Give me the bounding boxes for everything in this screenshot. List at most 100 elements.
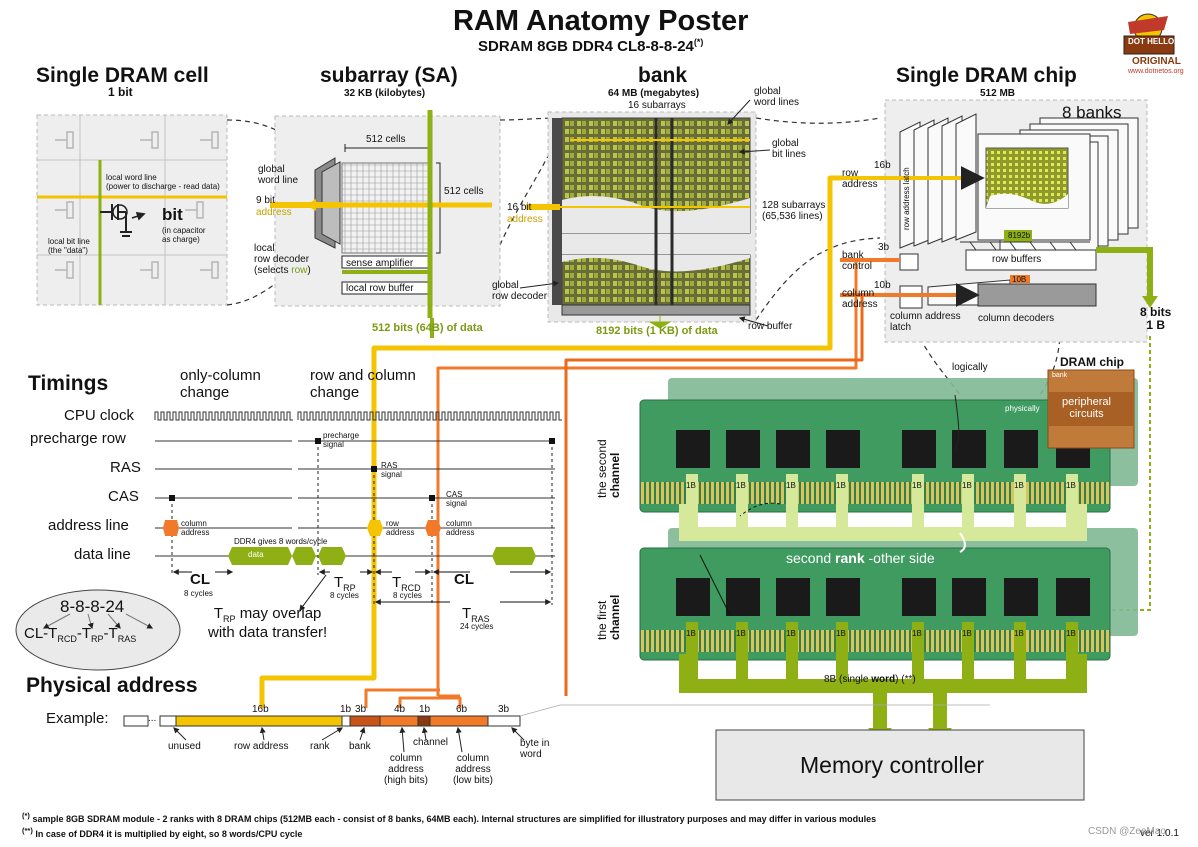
signal-cas: CAS — [108, 488, 139, 505]
column-address-bits: 10b — [874, 280, 891, 291]
field-channel: channel — [413, 737, 449, 748]
field-row-bits: 16b — [252, 704, 269, 715]
chip-width-label: 1B — [686, 481, 696, 490]
row-address-latch-label: row address latch — [902, 167, 911, 230]
subarray-address: address — [256, 207, 292, 218]
dram-chip — [676, 430, 710, 468]
chip-width-label: 1B — [836, 481, 846, 490]
chip-width-label: 1B — [686, 629, 696, 638]
bank-cell-label: bank — [1052, 372, 1068, 379]
chip-width-label: 1B — [1066, 481, 1076, 490]
watermark: CSDN @ZeeMao — [1088, 826, 1166, 837]
signal-cpu-clock: CPU clock — [64, 407, 135, 424]
cas-signal-note: CAS signal — [446, 490, 467, 508]
bit-label: bit — [162, 205, 183, 224]
global-word-line-label: global word line — [258, 164, 299, 186]
field-byte-bits: 3b — [498, 704, 510, 715]
interval-cl-2: CL — [454, 571, 474, 588]
subarray-output: 512 bits (64B) of data — [372, 322, 483, 334]
chip-size: 512 MB — [980, 88, 1016, 99]
ddr4-note: DDR4 gives 8 words/cycle — [234, 537, 328, 546]
poster-subtitle: SDRAM 8GB DDR4 CL8-8-8-24(*) — [478, 37, 704, 55]
chip-width-label: 1B — [836, 629, 846, 638]
dram-chip — [902, 578, 936, 616]
chip-width-label: 1B — [1066, 629, 1076, 638]
interval-trp: TRP — [334, 574, 356, 593]
row-buffers-label: row buffers — [992, 254, 1042, 265]
row-address-note: row address — [386, 519, 415, 537]
interval-trcd-cycles: 8 cycles — [393, 591, 422, 600]
chip-output: 8 bits 1 B — [1140, 305, 1172, 333]
global-row-decoder-label: global row decoder — [492, 280, 548, 302]
field-bank-bits: 3b — [355, 704, 367, 715]
bus-width: 8192b — [1008, 231, 1031, 240]
chip-title: Single DRAM chip — [896, 64, 1077, 87]
timings-title: Timings — [28, 372, 109, 395]
global-word-lines-label: global word lines — [754, 86, 800, 108]
row-address-bits: 16b — [874, 160, 891, 171]
ras-signal-note: RAS signal — [381, 461, 402, 479]
example-label: Example: — [46, 710, 109, 727]
signal-ras: RAS — [110, 459, 141, 476]
chip-width-label: 1B — [962, 629, 972, 638]
footnote-1: (*) sample 8GB SDRAM module - 2 ranks wi… — [22, 811, 877, 824]
timing-formula-top: 8-8-8-24 — [60, 597, 125, 616]
top-subarrays-label: 16 subarrays — [628, 100, 686, 111]
field-rank-bits: 1b — [340, 704, 352, 715]
chip-width-label: 1B — [912, 629, 922, 638]
column-address-label: column address — [842, 288, 878, 310]
dram-chip — [952, 578, 986, 616]
cpu-clock-wave — [154, 411, 293, 421]
address-dots: ... — [148, 713, 157, 724]
row-buffer-label: row buffer — [748, 321, 793, 332]
peripheral-circuits-label: peripheral circuits — [1062, 396, 1111, 421]
dram-chip — [952, 430, 986, 468]
single-word-label: 8B (single word) (**) — [824, 674, 916, 685]
interval-trcd: TRCD — [392, 574, 421, 593]
local-row-buffer-label: local row buffer — [346, 283, 414, 294]
field-column-low: column address (low bits) — [453, 753, 494, 786]
column-address-latch-label: column address latch — [890, 311, 961, 333]
logo: DOT HELLOS — [1128, 37, 1180, 46]
field-byte-in-word: byte in word — [520, 738, 550, 760]
footnote-2: (**) In case of DDR4 it is multiplied by… — [22, 826, 303, 839]
field-channel-bits: 1b — [419, 704, 431, 715]
logo-badge: ORIGINAL — [1132, 56, 1181, 67]
field-bank: bank — [349, 741, 371, 752]
dram-chip — [1004, 430, 1038, 468]
timings-header-column: only-column change — [180, 367, 261, 401]
dram-chip — [1056, 578, 1090, 616]
banks-label: 8 banks — [1062, 103, 1122, 122]
field-column-high: column address (high bits) — [384, 753, 428, 786]
interval-trp-cycles: 8 cycles — [330, 591, 359, 600]
bank-bit-count: 16 bit — [507, 202, 532, 213]
dram-chip — [826, 430, 860, 468]
dram-chip — [826, 578, 860, 616]
data-burst-label: data — [248, 550, 264, 559]
dram-chip — [776, 430, 810, 468]
timings-header-row-column: row and column change — [310, 367, 416, 401]
precharge-signal-note: precharge signal — [323, 431, 360, 449]
dram-chip — [776, 578, 810, 616]
global-bit-lines-label: global bit lines — [772, 138, 806, 160]
local-bit-line-label: local bit line (the "data") — [48, 237, 90, 255]
cell-title: Single DRAM cell — [36, 64, 209, 87]
column-decoders-label: column decoders — [978, 313, 1055, 324]
logo-url: www.dotnetos.org — [1128, 68, 1184, 75]
dram-chip — [726, 430, 760, 468]
second-rank-label: second rank -other side — [786, 550, 935, 566]
subarray-bit-count: 9 bit — [256, 195, 275, 206]
memory-controller-label: Memory controller — [800, 752, 985, 778]
row-address-label: row address — [842, 168, 878, 190]
bank-title: bank — [638, 64, 688, 87]
field-row-address: row address — [234, 741, 289, 752]
local-word-line-label: local word line (power to discharge - re… — [106, 173, 220, 191]
chip-width-label: 1B — [786, 481, 796, 490]
field-collow-bits: 6b — [456, 704, 468, 715]
bit-note: (in capacitor as charge) — [162, 226, 206, 244]
